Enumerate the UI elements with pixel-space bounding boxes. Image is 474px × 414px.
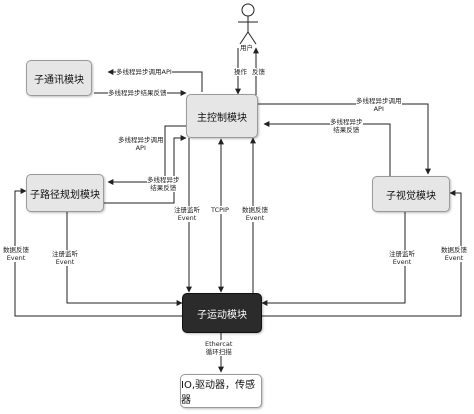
edge-path-to-main [104,135,187,204]
node-path-planning: 子路径规划模块 [26,174,104,212]
label-user-fb: 反馈 [252,68,265,76]
node-motion-module: 子运动模块 [182,293,262,333]
edge-vision-reg-motion [261,212,406,306]
edge-main-to-vision [258,103,431,175]
edge-main-to-path [107,125,188,185]
label-tcpip: TCPIP [211,206,229,214]
node-vision-module: 子视觉模块 [372,176,450,212]
user-actor-icon [238,3,258,45]
label-comm-to-main: 多线程异步结果反馈 [108,89,167,97]
edge-vision-to-main [263,121,391,176]
edge-path-reg-motion [66,212,183,306]
node-main-control: 主控制模块 [186,94,258,138]
actor-user-label: 用户 [240,44,253,52]
label-user-op: 操作 [234,68,247,76]
label-main-to-comm: 多线程异步调用API [116,68,172,76]
label-vision-to-main: 多线程异步结果反馈 [330,118,363,134]
node-comm-module: 子通讯模块 [26,60,92,96]
node-io-driver-sensor: IO,驱动器，传感器 [180,374,262,408]
label-path-to-main: 多线程异步结果反馈 [147,176,180,192]
